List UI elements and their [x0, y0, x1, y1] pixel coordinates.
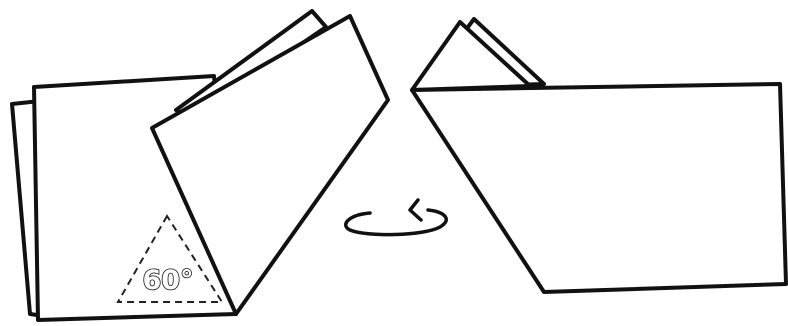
angle-label: 60° — [142, 265, 193, 296]
left-folded-napkin: 60° — [12, 11, 388, 320]
rotate-arrow-icon — [346, 200, 446, 235]
rotate-arrow-head — [410, 200, 421, 220]
right-main-panel — [412, 84, 786, 292]
right-folded-napkin — [412, 19, 786, 292]
rotate-arrow-curve — [346, 210, 446, 235]
